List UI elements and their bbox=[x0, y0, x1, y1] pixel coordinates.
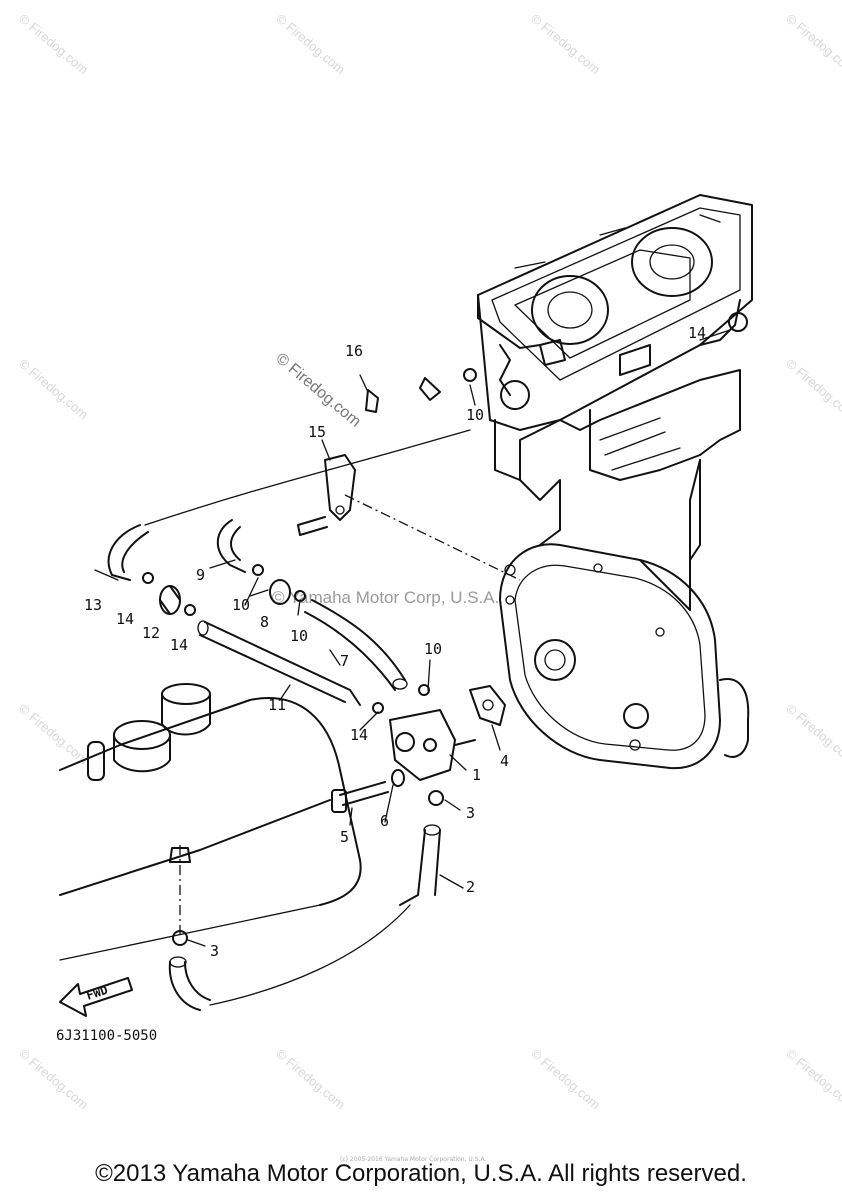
callout: 14 bbox=[688, 324, 706, 342]
leader-lines bbox=[94, 329, 731, 947]
watermark: © Yamaha Motor Corp, U.S.A. bbox=[272, 588, 499, 607]
fuel-filter-12 bbox=[159, 585, 181, 615]
callout: 8 bbox=[260, 613, 269, 631]
watermark: © Firedog.com bbox=[16, 1046, 91, 1112]
callout: 10 bbox=[232, 596, 250, 614]
callout: 7 bbox=[340, 652, 349, 670]
callout: 6 bbox=[380, 812, 389, 830]
callout: 14 bbox=[116, 610, 134, 628]
stator-cover bbox=[499, 459, 750, 770]
washer-6 bbox=[391, 769, 405, 787]
callout: 11 bbox=[268, 696, 286, 714]
clamps bbox=[142, 368, 477, 946]
watermark: © Firedog.com bbox=[783, 356, 842, 422]
watermark: © Firedog.com bbox=[272, 350, 363, 431]
copyright-notice: ©2013 Yamaha Motor Corporation, U.S.A. A… bbox=[95, 1160, 747, 1187]
tiny-copyright: (c) 2005-2016 Yamaha Motor Corporation, … bbox=[340, 1156, 487, 1163]
callout: 2 bbox=[466, 878, 475, 896]
fwd-arrow: FWD bbox=[59, 977, 133, 1017]
watermark: © Firedog.com bbox=[273, 11, 348, 77]
callout: 14 bbox=[170, 636, 188, 654]
callout: 5 bbox=[340, 828, 349, 846]
callout: 3 bbox=[210, 942, 219, 960]
engine-block bbox=[477, 194, 753, 561]
bolt-5 bbox=[331, 781, 389, 813]
callout: 1 bbox=[472, 766, 481, 784]
fwd-label: FWD bbox=[85, 983, 110, 1003]
callout: 9 bbox=[196, 566, 205, 584]
fuel-tank bbox=[59, 683, 362, 961]
watermark: © Firedog.com bbox=[16, 356, 91, 422]
hose-13 bbox=[107, 429, 471, 581]
callout: 14 bbox=[350, 726, 368, 744]
hose-10-top bbox=[419, 377, 441, 401]
callout: 15 bbox=[308, 423, 326, 441]
callout: 10 bbox=[466, 406, 484, 424]
hose-7 bbox=[304, 599, 408, 691]
callout: 10 bbox=[424, 640, 442, 658]
callout: 16 bbox=[345, 342, 363, 360]
watermark: © Firedog.com bbox=[783, 701, 842, 767]
callout-numbers: 16 15 10 14 9 13 14 12 14 10 8 10 7 11 1… bbox=[84, 324, 706, 960]
watermark: © Firedog.com bbox=[16, 701, 91, 767]
watermark: © Firedog.com bbox=[528, 11, 603, 77]
fuel-cock-1 bbox=[389, 709, 476, 781]
hose-9 bbox=[216, 519, 246, 573]
watermark: © Firedog.com bbox=[16, 11, 91, 77]
watermark: © Firedog.com bbox=[528, 1046, 603, 1112]
hose-2 bbox=[168, 824, 441, 1011]
clip-16 bbox=[365, 389, 379, 413]
callout: 12 bbox=[142, 624, 160, 642]
bracket-15 bbox=[297, 454, 356, 536]
part-code: 6J31100-5050 bbox=[56, 1028, 157, 1044]
watermark: © Firedog.com bbox=[273, 1046, 348, 1112]
fuel-filter-8 bbox=[269, 579, 291, 605]
callout: 10 bbox=[290, 627, 308, 645]
watermark: © Firedog.com bbox=[783, 11, 842, 77]
callout: 4 bbox=[500, 752, 509, 770]
callout: 13 bbox=[84, 596, 102, 614]
callout: 3 bbox=[466, 804, 475, 822]
watermark: © Firedog.com bbox=[783, 1046, 842, 1112]
hose-11 bbox=[197, 620, 361, 706]
gasket-4 bbox=[469, 685, 506, 726]
watermark-layer: © Firedog.com © Firedog.com © Firedog.co… bbox=[16, 11, 842, 1112]
